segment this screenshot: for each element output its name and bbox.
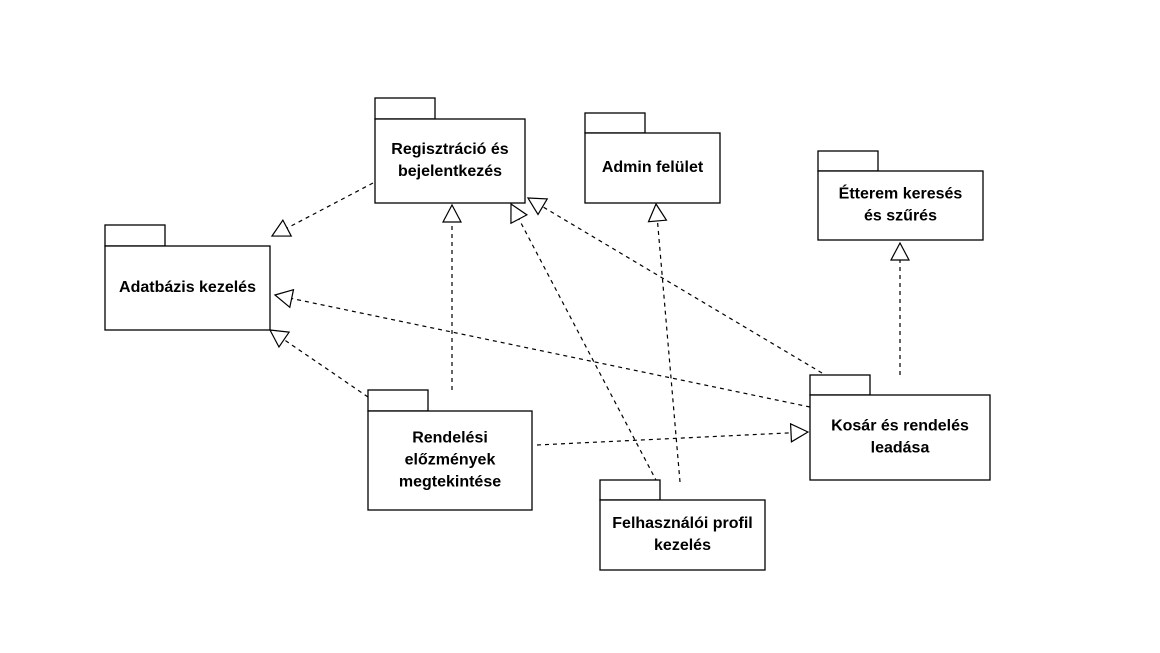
package-body — [809, 394, 991, 481]
dependency-line — [283, 339, 369, 398]
package-body — [599, 499, 766, 571]
package-felhasznaloi[interactable]: Felhasználói profil kezelés — [599, 479, 766, 571]
package-label: bejelentkezés — [398, 163, 502, 180]
package-label: megtekintése — [399, 474, 501, 491]
package-label: előzmények — [405, 452, 496, 469]
package-label: Admin felület — [602, 159, 704, 176]
dependency-line — [656, 220, 681, 483]
package-label: Felhasználói profil — [612, 515, 752, 532]
package-body — [817, 170, 984, 241]
hollow-arrowhead-icon — [442, 203, 462, 223]
package-body — [374, 118, 526, 204]
hollow-arrowhead-icon — [526, 197, 549, 216]
dependency-line — [286, 182, 374, 229]
package-kosar[interactable]: Kosár és rendelés leadása — [809, 374, 991, 481]
package-admin[interactable]: Admin felület — [584, 112, 721, 204]
package-body — [367, 410, 533, 511]
dependency-line — [291, 297, 811, 408]
package-tab — [104, 224, 166, 247]
package-label: kezelés — [654, 537, 711, 554]
package-body — [104, 245, 271, 331]
dependency-rendelesi-to-adatbazis — [268, 329, 369, 398]
package-tab — [584, 112, 646, 134]
hollow-arrowhead-icon — [890, 241, 910, 261]
package-label: és szűrés — [864, 208, 937, 225]
packages: Regisztráció és bejelentkezés Admin felüle… — [104, 97, 991, 571]
package-tab — [599, 479, 661, 501]
package-tab — [809, 374, 871, 396]
dependency-edges — [268, 182, 910, 483]
package-label: Rendelési — [412, 430, 488, 447]
package-label: Étterem keresés — [839, 184, 963, 203]
package-adatbazis[interactable]: Adatbázis kezelés — [104, 224, 271, 331]
dependency-felhasznaloi-to-admin — [647, 202, 681, 483]
dependency-line — [542, 206, 823, 374]
hollow-arrowhead-icon — [789, 422, 810, 443]
hollow-arrowhead-icon — [510, 202, 529, 225]
hollow-arrowhead-icon — [273, 288, 295, 309]
dependency-kosar-to-etterem — [890, 241, 910, 375]
dependency-rendelesi-to-kosar — [536, 422, 810, 446]
package-label: Regisztráció és — [391, 141, 508, 158]
dependency-regisztracio-to-adatbazis — [270, 182, 374, 237]
package-tab — [367, 389, 429, 412]
dependency-kosar-to-adatbazis — [273, 288, 811, 408]
package-body — [584, 132, 721, 204]
hollow-arrowhead-icon — [270, 218, 293, 237]
dependency-rendelesi-to-regisztracio — [442, 203, 462, 390]
package-rendelesi[interactable]: Rendelési előzmények megtekintése — [367, 389, 533, 511]
dependency-kosar-to-regisztracio — [526, 197, 823, 374]
dependency-line — [518, 218, 658, 483]
package-etterem[interactable]: Étterem keresés és szűrés — [817, 150, 984, 241]
hollow-arrowhead-icon — [268, 329, 291, 349]
package-tab — [817, 150, 879, 172]
dependency-felhasznaloi-to-regisztracio — [510, 202, 658, 483]
package-tab — [374, 97, 436, 120]
hollow-arrowhead-icon — [647, 202, 668, 223]
package-label: Kosár és rendelés — [831, 418, 969, 435]
package-label: leadása — [871, 440, 930, 457]
package-label: Adatbázis kezelés — [119, 279, 256, 296]
package-regisztracio[interactable]: Regisztráció és bejelentkezés — [374, 97, 526, 204]
dependency-line — [536, 432, 792, 446]
